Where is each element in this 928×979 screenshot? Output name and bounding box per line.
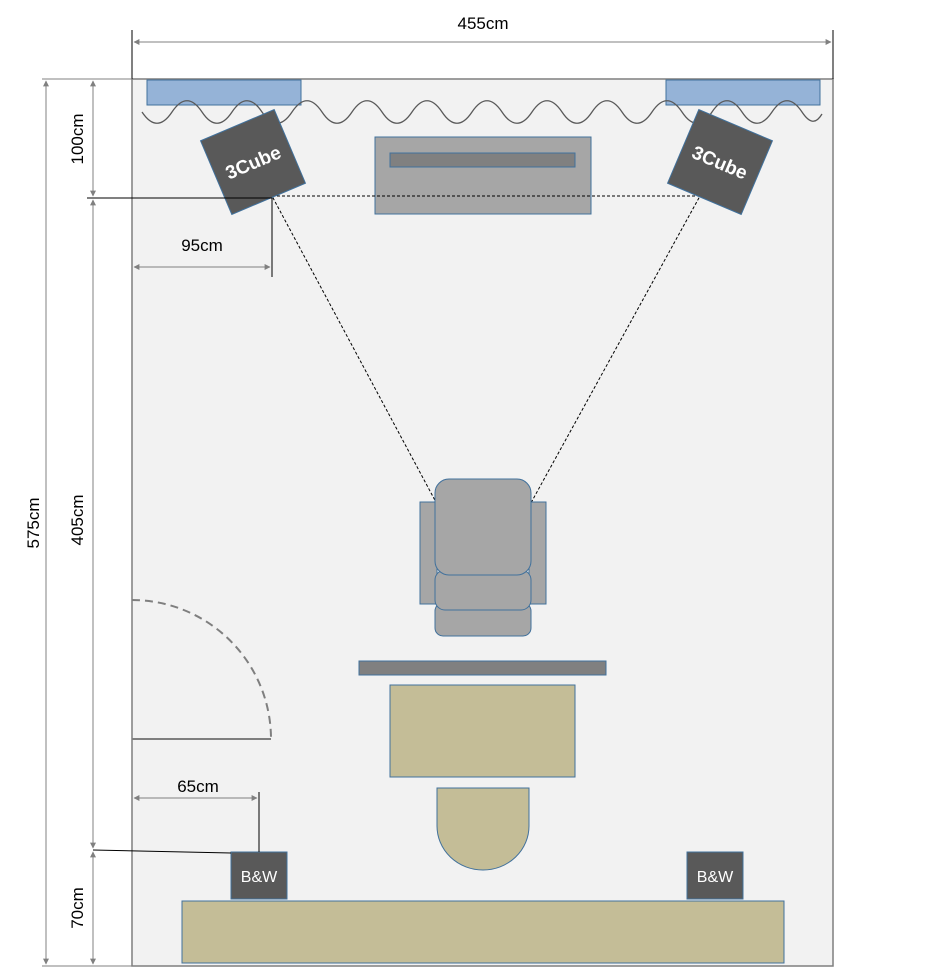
tv-console <box>374 136 592 215</box>
dimension-rear-zone: 70cm <box>68 851 96 965</box>
front-speaker-offset-label: 95cm <box>181 236 223 255</box>
window-right <box>665 79 821 106</box>
front-speaker-left: 3Cube <box>199 108 307 216</box>
armchair-back <box>434 478 532 576</box>
dimension-front-zone: 100cm <box>68 80 96 197</box>
front-zone-label: 100cm <box>68 113 87 164</box>
listening-triangle <box>271 195 701 592</box>
dimension-rear-speaker-offset: 65cm <box>133 777 260 852</box>
rear-speaker-offset-label: 65cm <box>177 777 219 796</box>
rear-sofa <box>181 900 785 964</box>
dimension-room-width: 455cm <box>131 14 834 79</box>
desk <box>389 684 576 778</box>
armchair-seat <box>434 569 532 611</box>
rear-speaker-right-label: B&W <box>697 869 734 886</box>
rear-speaker-left-label: B&W <box>241 869 278 886</box>
dimension-front-speaker-offset: 95cm <box>133 198 273 277</box>
desk-chair <box>436 787 530 871</box>
armchair-right-arm <box>528 501 547 605</box>
tv-screen <box>389 152 576 168</box>
dimension-room-depth: 575cm <box>24 78 132 967</box>
desk-shelf <box>358 660 607 676</box>
curtain <box>141 100 823 124</box>
rear-speaker-reference-line <box>92 849 232 854</box>
rear-speaker-right: B&W <box>686 851 744 900</box>
rear-speaker-left: B&W <box>230 851 288 900</box>
door-swing-arc <box>131 599 272 740</box>
front-speaker-right: 3Cube <box>666 108 774 216</box>
dimension-middle-zone: 405cm <box>68 199 96 849</box>
room-width-label: 455cm <box>457 14 508 33</box>
window-left <box>146 79 302 106</box>
middle-zone-label: 405cm <box>68 494 87 545</box>
room-depth-label: 575cm <box>24 497 43 548</box>
rear-zone-label: 70cm <box>68 887 87 929</box>
armchair-left-arm <box>419 501 438 605</box>
armchair <box>419 478 547 637</box>
